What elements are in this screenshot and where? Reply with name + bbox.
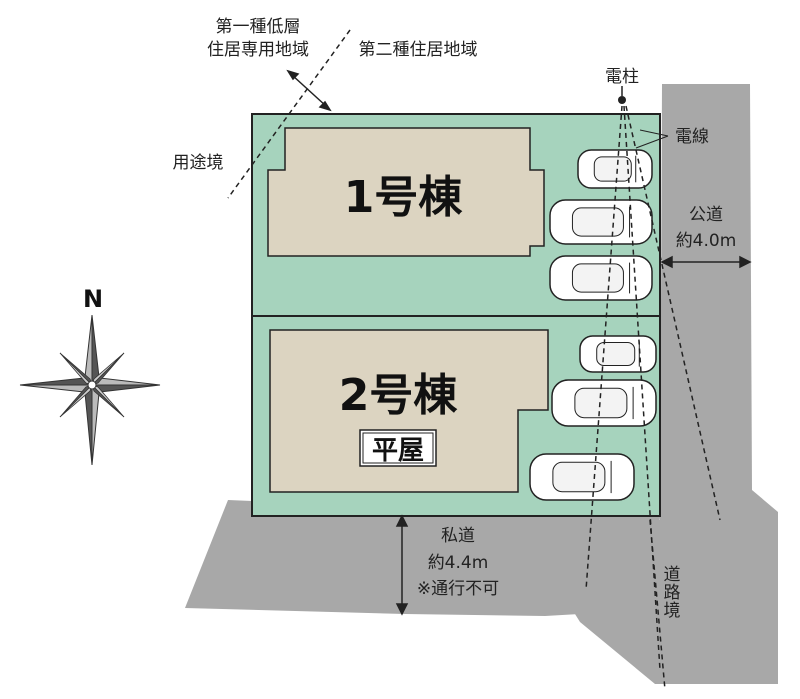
zone-label-2: 第二種住居地域 <box>359 40 478 60</box>
use-boundary-line <box>227 29 351 199</box>
wire-label: 電線 <box>675 127 709 147</box>
use-boundary-label: 用途境 <box>173 153 224 173</box>
roads <box>185 84 778 684</box>
car-5 <box>551 379 657 427</box>
lot1-label: 1号棟 <box>344 172 464 223</box>
wire-line-3 <box>625 105 721 521</box>
zone-arrow <box>286 69 332 112</box>
pole-icon <box>618 86 626 104</box>
compass-north: N <box>83 285 103 313</box>
cars <box>529 149 657 501</box>
car-4 <box>579 335 657 373</box>
road-boundary-char-2: 路 <box>664 583 681 603</box>
building-2 <box>269 329 549 493</box>
road-boundary-char-1: 道 <box>664 565 681 585</box>
public-road-width: 約4.0m <box>676 231 737 251</box>
road-boundary-line <box>649 519 666 691</box>
private-road-note: ※通行不可 <box>417 579 499 599</box>
car-6 <box>529 453 635 501</box>
compass-rose <box>19 314 161 466</box>
private-road-label: 私道 <box>441 526 475 546</box>
car-2 <box>549 199 653 245</box>
pole-label: 電柱 <box>605 67 639 87</box>
public-road-label: 公道 <box>689 205 723 225</box>
wire-line-2 <box>623 105 661 671</box>
public-road-dimension <box>660 255 752 269</box>
lot2-note-box <box>359 429 437 467</box>
car-3 <box>549 255 653 301</box>
dashed-lines <box>227 29 721 691</box>
zone-label-1-line2: 住居専用地域 <box>207 40 309 60</box>
car-1 <box>577 149 653 189</box>
private-road-dimension <box>395 514 409 616</box>
building-1 <box>267 127 545 257</box>
lot2-label: 2号棟 <box>339 370 459 421</box>
lot2-note: 平屋 <box>372 436 424 466</box>
wire-leader <box>635 129 669 149</box>
private-road-width: 約4.4m <box>428 553 489 573</box>
zone-label-1-line1: 第一種低層 <box>216 17 301 37</box>
private-road <box>185 500 660 616</box>
road-boundary-char-3: 境 <box>664 601 681 621</box>
